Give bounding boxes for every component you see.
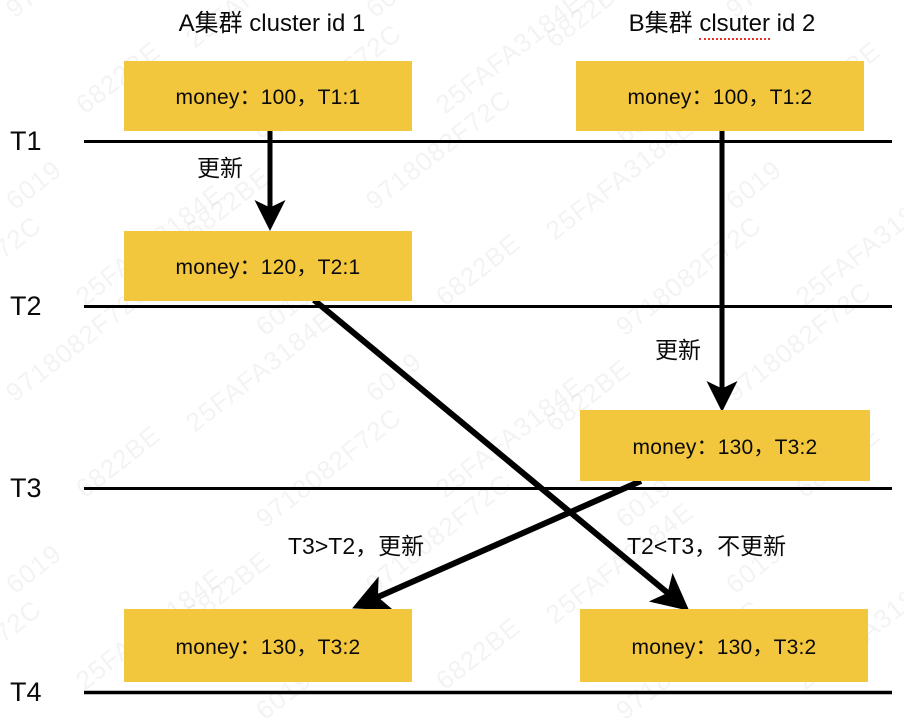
node-b-t3-label: money：130，T3:2 — [632, 435, 818, 459]
node-b-t4-label: money：130，T3:2 — [631, 635, 817, 659]
node-b-t3[interactable]: money：130，T3:2 — [580, 410, 870, 481]
node-a-t4-label: money：130，T3:2 — [175, 635, 361, 659]
cluster-b-title-misspelled-word: clsuter — [699, 10, 770, 40]
node-b-t4[interactable]: money：130，T3:2 — [580, 609, 868, 682]
edge-label-b-update: 更新 — [655, 337, 701, 363]
timeline-label-t1: T1 — [10, 126, 42, 156]
timeline-label-t3: T3 — [10, 473, 42, 503]
node-a-t2-label: money：120，T2:1 — [175, 256, 361, 279]
node-a-t2[interactable]: money：120，T2:1 — [124, 231, 412, 301]
node-a-t1[interactable]: money：100，T1:1 — [124, 61, 412, 131]
cluster-b-title-after: id 2 — [770, 10, 816, 37]
timeline-label-t4: T4 — [10, 677, 42, 707]
edge-label-a-update: 更新 — [197, 155, 243, 181]
arrow-a-t2-to-b-t4 — [312, 297, 690, 611]
cluster-b-title: B集群 clsuter id 2 — [562, 10, 882, 40]
node-b-t1-label: money：100，T1:2 — [627, 86, 813, 109]
timeline-label-t2: T2 — [10, 291, 42, 321]
cluster-b-title-before: B集群 — [628, 10, 700, 37]
node-a-t1-label: money：100，T1:1 — [175, 86, 361, 109]
arrow-b-t3-to-a-t4 — [352, 478, 643, 611]
node-b-t1[interactable]: money：100，T1:2 — [576, 61, 864, 131]
cluster-a-title: A集群 cluster id 1 — [178, 10, 366, 37]
edge-label-right-rule: T2<T3，不更新 — [627, 533, 787, 559]
edge-label-left-rule: T3>T2，更新 — [288, 533, 425, 559]
node-a-t4[interactable]: money：130，T3:2 — [124, 609, 412, 682]
